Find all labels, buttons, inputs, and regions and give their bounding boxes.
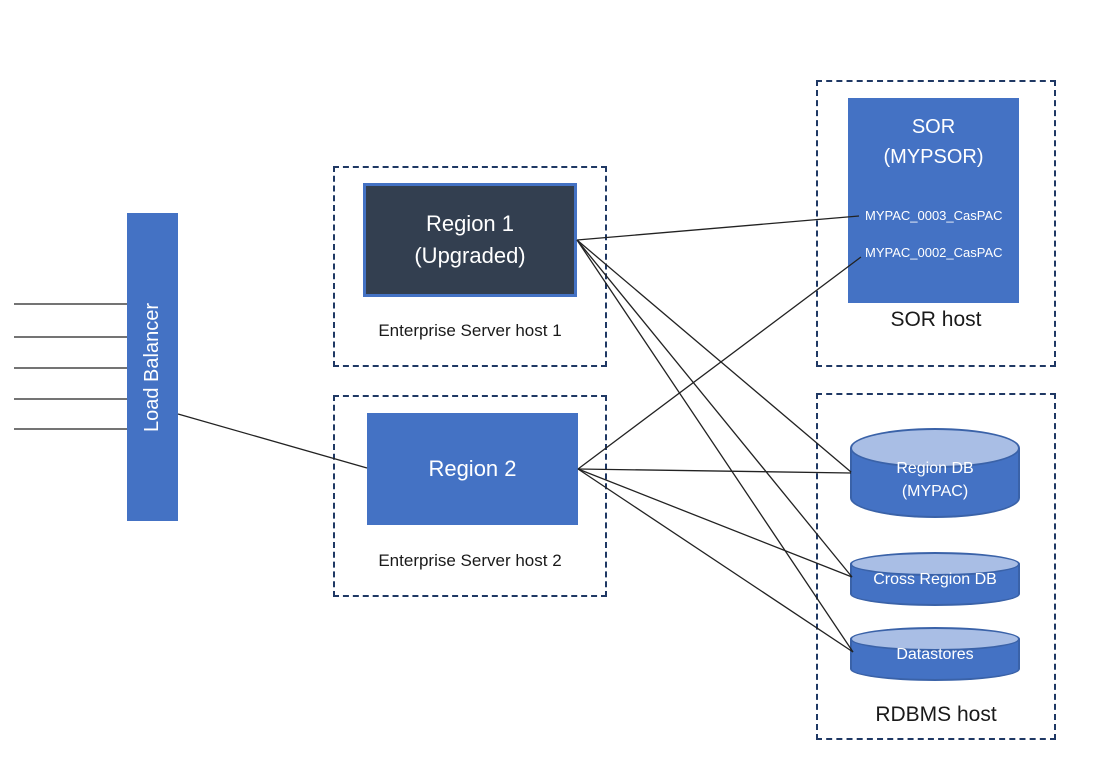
region-db-label-line2: (MYPAC) (901, 483, 969, 500)
cross-region-db-label: Cross Region DB (873, 571, 997, 588)
sor-title-line1: SOR (911, 116, 956, 138)
load-balancer-node: Load Balancer (127, 213, 178, 521)
edge-region2-datastores (577, 468, 854, 653)
edge-region1-regiondb (576, 239, 852, 473)
region1-label-line2: (Upgraded) (414, 243, 526, 268)
load-balancer-label: Load Balancer (141, 302, 164, 432)
sor-pac-entry-1: MYPAC_0003_CasPAC (865, 208, 1003, 223)
sor-pac-entry-2: MYPAC_0002_CasPAC (865, 245, 1003, 260)
region1-upgraded-node: Region 1 (Upgraded) (363, 183, 577, 297)
enterprise-server-host1-caption: Enterprise Server host 1 (378, 321, 562, 340)
edge-region2-crossregiondb (577, 468, 853, 578)
datastores-label: Datastores (896, 646, 974, 663)
rdbms-host-caption: RDBMS host (875, 703, 997, 726)
cross-region-db-cylinder: Cross Region DB (850, 552, 1020, 606)
sor-title: SOR (MYPSOR) (848, 112, 1019, 172)
sor-node: SOR (MYPSOR) MYPAC_0003_CasPAC MYPAC_000… (848, 98, 1019, 303)
region-db-cylinder: Region DB (MYPAC) (850, 428, 1020, 518)
sor-title-line2: (MYPSOR) (883, 146, 984, 168)
region2-node: Region 2 (367, 413, 578, 525)
datastores-cylinder: Datastores (850, 627, 1020, 681)
edge-region1-datastores (576, 239, 854, 653)
edge-region1-crossregiondb (576, 239, 853, 578)
edge-region2-regiondb (577, 468, 852, 474)
region2-label: Region 2 (428, 456, 517, 481)
enterprise-server-host2-caption: Enterprise Server host 2 (378, 551, 562, 570)
sor-host-caption: SOR host (890, 308, 982, 331)
region1-label-line1: Region 1 (425, 211, 515, 236)
region-db-label: Region DB (MYPAC) (850, 457, 1020, 503)
region-db-label-line1: Region DB (896, 460, 974, 477)
